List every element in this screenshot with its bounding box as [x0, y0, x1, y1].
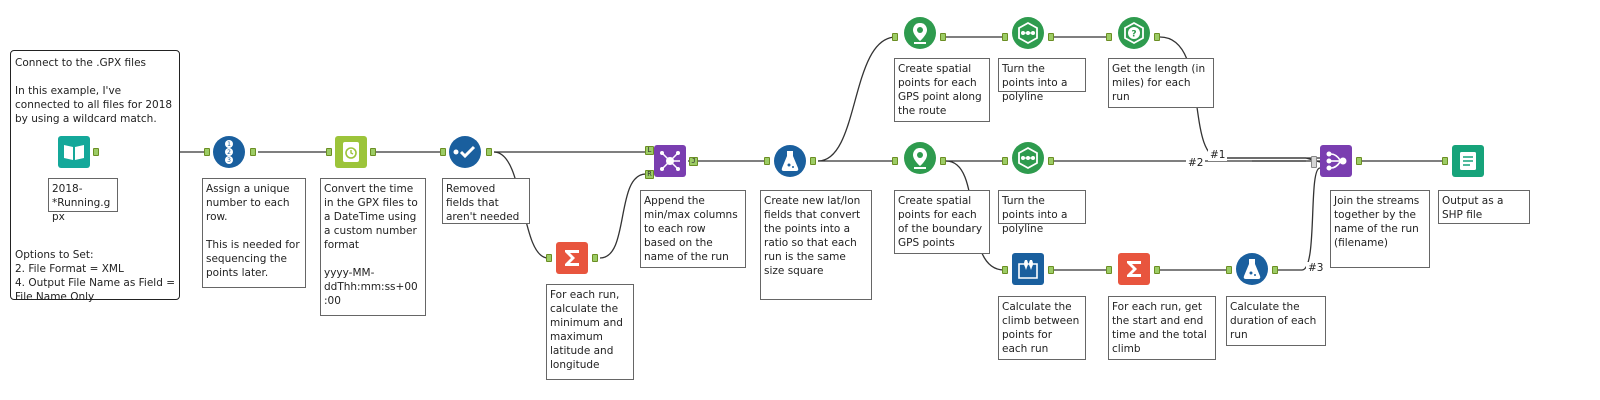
- append-output-anchor[interactable]: J: [689, 157, 698, 166]
- summarize-time-tool[interactable]: [1118, 253, 1150, 285]
- output-anchor[interactable]: [940, 157, 946, 165]
- select-tool[interactable]: [449, 136, 481, 168]
- create-points-route-tool[interactable]: [904, 17, 936, 49]
- svg-text:2: 2: [227, 149, 231, 156]
- summarize-minmax-tool[interactable]: [556, 242, 588, 274]
- checkmark-icon: [453, 145, 477, 159]
- input-anchor[interactable]: [1106, 33, 1112, 41]
- input-anchor[interactable]: [1002, 33, 1008, 41]
- connection-label-2: #2: [1186, 157, 1206, 169]
- record-id-annotation: Assign a unique number to each row. This…: [202, 178, 306, 288]
- input-anchor[interactable]: [546, 254, 552, 262]
- input-anchor[interactable]: [1002, 266, 1008, 274]
- append-annotation: Append the min/max columns to each row b…: [640, 190, 746, 268]
- output-annotation: Output as a SHP file: [1438, 190, 1530, 224]
- input-anchor[interactable]: [1106, 266, 1112, 274]
- clock-icon: [340, 140, 362, 164]
- numbered-list-icon: 1 2 3: [220, 139, 238, 165]
- multirow-climb-tool[interactable]: [1012, 253, 1044, 285]
- input-anchor[interactable]: [1002, 157, 1008, 165]
- connection-label-1: #1: [1208, 149, 1228, 161]
- output-anchor[interactable]: [1048, 266, 1054, 274]
- poly-build-route-annotation: Turn the points into a polyline: [998, 58, 1086, 103]
- append-target-anchor[interactable]: L: [645, 146, 654, 155]
- input-anchor[interactable]: [1226, 266, 1232, 274]
- connection-label-3: #3: [1306, 262, 1326, 274]
- input-anchor[interactable]: [326, 148, 332, 156]
- sigma-icon: [562, 248, 582, 268]
- multirow-climb-annotation: Calculate the climb between points for e…: [998, 296, 1086, 360]
- container-description: In this example, I've connected to all f…: [15, 85, 176, 125]
- output-anchor[interactable]: [1154, 266, 1160, 274]
- input-anchor[interactable]: [440, 148, 446, 156]
- input-anchor[interactable]: [764, 157, 770, 165]
- output-anchor[interactable]: [486, 148, 492, 156]
- formula-duration-annotation: Calculate the duration of each run: [1226, 296, 1326, 346]
- polyline-icon: [1016, 146, 1040, 170]
- formula-duration-tool[interactable]: [1236, 253, 1268, 285]
- output-anchor[interactable]: [370, 148, 376, 156]
- poly-build-route-tool[interactable]: [1012, 17, 1044, 49]
- select-annotation: Removed fields that aren't needed: [442, 178, 530, 224]
- svg-text:3: 3: [227, 157, 231, 164]
- datetime-annotation: Convert the time in the GPX files to a D…: [320, 178, 426, 316]
- output-anchor[interactable]: [93, 148, 99, 156]
- output-anchor[interactable]: [940, 33, 946, 41]
- multirow-formula-icon: [1017, 258, 1039, 280]
- output-anchor[interactable]: [1048, 157, 1054, 165]
- input-anchor[interactable]: [1442, 157, 1448, 165]
- record-id-tool[interactable]: 1 2 3: [213, 136, 245, 168]
- question-badge-icon: ?: [1122, 21, 1146, 45]
- flask-icon: [780, 150, 800, 172]
- output-anchor[interactable]: [810, 157, 816, 165]
- join-multiple-icon: [1324, 149, 1348, 173]
- svg-text:?: ?: [1131, 30, 1136, 40]
- poly-build-boundary-annotation: Turn the points into a polyline: [998, 190, 1086, 235]
- create-points-boundary-tool[interactable]: [904, 142, 936, 174]
- svg-text:1: 1: [227, 141, 231, 148]
- output-anchor[interactable]: [1272, 266, 1278, 274]
- flask-icon: [1242, 258, 1262, 280]
- output-anchor[interactable]: [1154, 33, 1160, 41]
- input-anchor[interactable]: [1311, 156, 1317, 168]
- input-container[interactable]: Connect to the .GPX files In this exampl…: [10, 50, 180, 303]
- formula-latlon-tool[interactable]: [774, 145, 806, 177]
- poly-build-boundary-tool[interactable]: [1012, 142, 1044, 174]
- spatial-info-annotation: Get the length (in miles) for each run: [1108, 58, 1214, 108]
- container-options: Options to Set: 2. File Format = XML 4. …: [15, 249, 176, 303]
- join-multiple-annotation: Join the streams together by the name of…: [1330, 190, 1430, 268]
- input-anchor[interactable]: [892, 157, 898, 165]
- output-data-tool[interactable]: [1452, 145, 1484, 177]
- summarize-time-annotation: For each run, get the start and end time…: [1108, 296, 1216, 360]
- sigma-icon: [1124, 259, 1144, 279]
- input-anchor[interactable]: [204, 148, 210, 156]
- create-points-route-annotation: Create spatial points for each GPS point…: [894, 58, 990, 122]
- create-points-boundary-annotation: Create spatial points for each of the bo…: [894, 190, 990, 254]
- input-annotation: 2018-*Running.gpx: [48, 178, 118, 223]
- document-icon: [1458, 150, 1478, 172]
- output-anchor[interactable]: [250, 148, 256, 156]
- input-data-tool[interactable]: [58, 136, 90, 168]
- spatial-info-tool[interactable]: ?: [1118, 17, 1150, 49]
- book-icon: [63, 143, 85, 161]
- join-multiple-tool[interactable]: [1320, 145, 1352, 177]
- input-anchor[interactable]: [892, 33, 898, 41]
- append-fields-tool[interactable]: [654, 145, 686, 177]
- datetime-tool[interactable]: [335, 136, 367, 168]
- container-title: Connect to the .GPX files: [15, 57, 146, 69]
- output-anchor[interactable]: [1356, 157, 1362, 165]
- formula-latlon-annotation: Create new lat/lon fields that convert t…: [760, 190, 872, 300]
- summarize-minmax-annotation: For each run, calculate the minimum and …: [546, 284, 634, 380]
- append-fields-icon: [658, 149, 682, 173]
- output-anchor[interactable]: [1048, 33, 1054, 41]
- map-pin-icon: [910, 146, 930, 170]
- polyline-icon: [1016, 21, 1040, 45]
- output-anchor[interactable]: [592, 254, 598, 262]
- map-pin-icon: [910, 21, 930, 45]
- append-source-anchor[interactable]: R: [645, 170, 654, 179]
